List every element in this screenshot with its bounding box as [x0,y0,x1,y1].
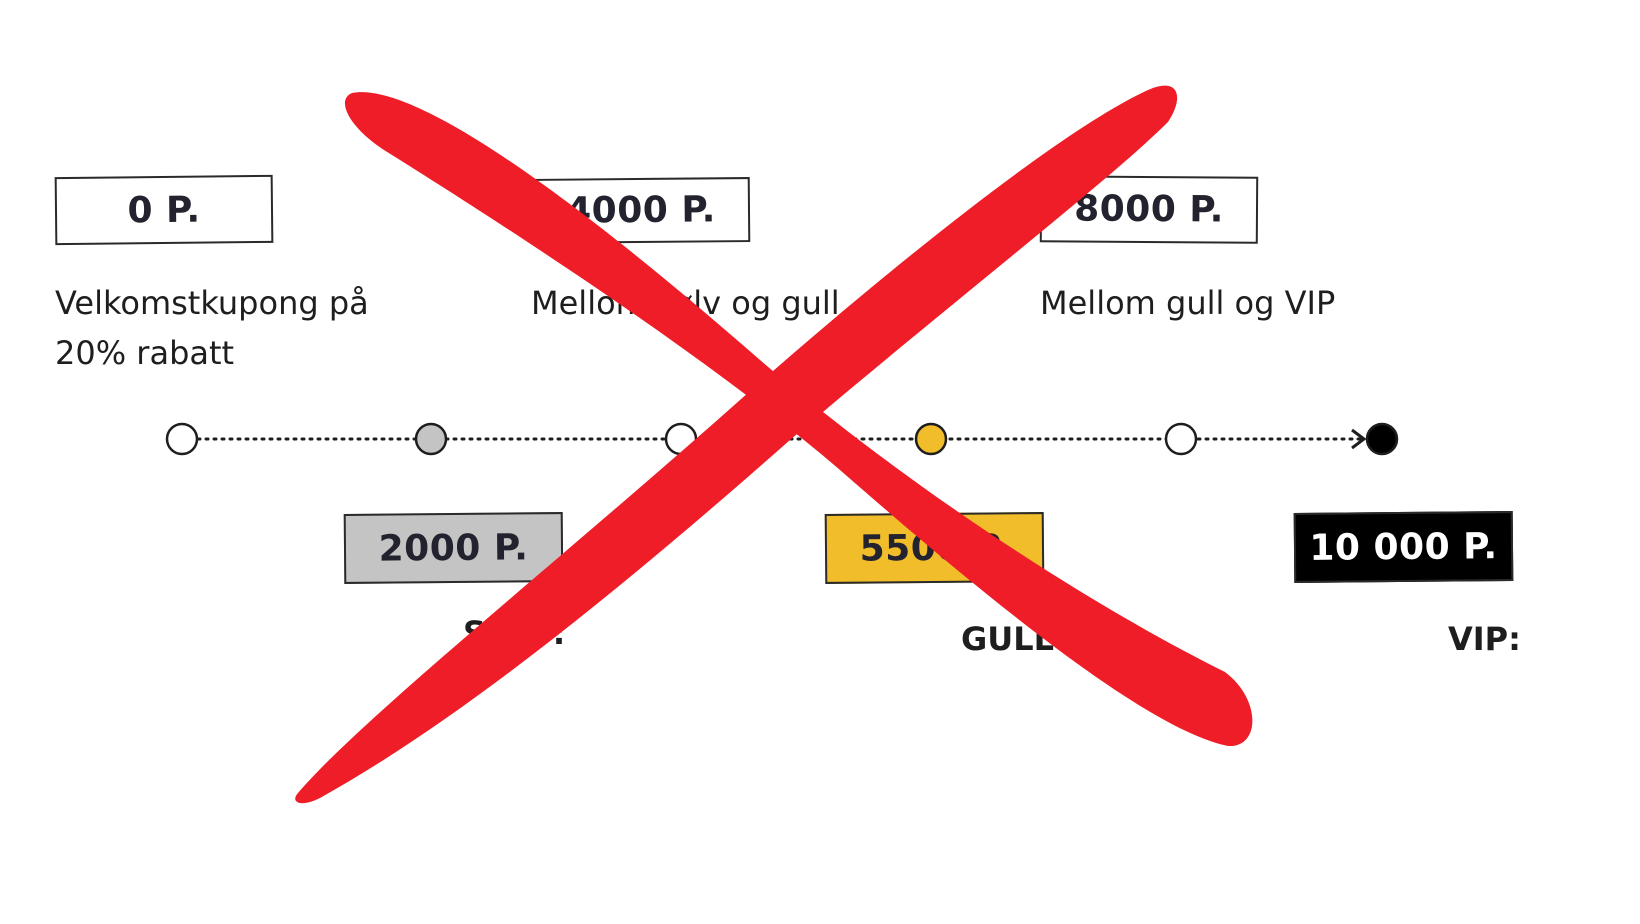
milestone-points-label: 2000 P. [378,526,529,570]
milestone-box-5500-points: 5500 P. [824,512,1045,584]
milestone-points-label: 5500 P. [859,526,1010,570]
tier-label-gold: GULL [961,620,1055,658]
timeline-node-3 [914,422,948,456]
milestone-box-2000-points: 2000 P. [343,512,564,584]
milestone-box-10000-points: 10 000 P. [1293,511,1514,583]
tier-label-vip: VIP: [1448,620,1521,658]
timeline-node-1 [414,422,448,456]
timeline-arrow-head-icon [1351,428,1367,450]
timeline-node-5 [1365,422,1399,456]
timeline-node-4 [1164,422,1198,456]
timeline-node-0 [165,422,199,456]
milestone-points-label: 10 000 P. [1309,525,1498,569]
tier-label-silver: SØLV: [463,614,566,652]
timeline-node-2 [664,422,698,456]
